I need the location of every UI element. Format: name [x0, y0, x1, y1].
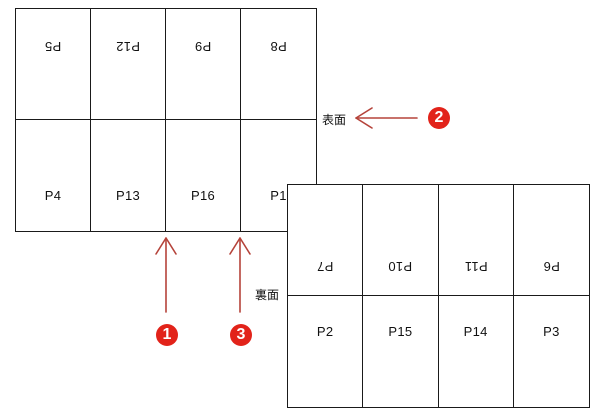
- back-page-cell: P2: [288, 296, 364, 407]
- back-page-cell: P6: [513, 185, 589, 296]
- front-page-cell: P5: [16, 9, 91, 120]
- page-number: P11: [464, 259, 488, 274]
- page-number: P4: [44, 188, 62, 203]
- front-face-label: 表面: [322, 113, 347, 127]
- back-page-cell: P3: [514, 296, 589, 407]
- page-number: P15: [388, 324, 413, 339]
- page-number: P12: [115, 39, 141, 54]
- back-page-cell: P7: [288, 185, 364, 296]
- page-number: P8: [270, 39, 287, 54]
- front-page-cell: P9: [166, 9, 241, 120]
- back-page-cell: P15: [363, 296, 439, 407]
- page-number: P14: [463, 324, 488, 339]
- page-number: P5: [44, 39, 62, 54]
- arrow-up-icon: [155, 237, 177, 313]
- back-page-cell: P10: [363, 185, 439, 296]
- page-number: P10: [388, 259, 413, 274]
- arrow-up-icon: [229, 237, 251, 313]
- front-sheet: P5 P12 P9 P8 P4 P13 P16 P1: [15, 8, 317, 232]
- page-number: P9: [194, 39, 212, 54]
- front-page-cell: P8: [241, 9, 316, 120]
- front-page-cell: P1: [241, 120, 316, 231]
- back-page-cell: P14: [439, 296, 514, 407]
- marker-1-badge: 1: [156, 324, 178, 346]
- back-sheet: P7 P10 P11 P6 P2 P15 P14 P3: [287, 184, 590, 408]
- marker-2-badge: 2: [428, 107, 450, 129]
- page-number: P6: [543, 259, 560, 274]
- page-number: P3: [543, 324, 560, 339]
- arrow-left-icon: [355, 107, 418, 129]
- front-page-cell: P16: [166, 120, 241, 231]
- page-number: P2: [316, 324, 334, 339]
- page-number: P7: [316, 259, 334, 274]
- page-number: P1: [270, 188, 287, 203]
- back-page-cell: P11: [438, 185, 514, 296]
- front-page-cell: P4: [16, 120, 91, 231]
- front-page-cell: P13: [91, 120, 166, 231]
- front-page-cell: P12: [91, 9, 166, 120]
- back-face-label: 裏面: [255, 288, 280, 302]
- marker-3-badge: 3: [230, 324, 252, 346]
- page-number: P16: [190, 188, 216, 203]
- page-number: P13: [115, 188, 141, 203]
